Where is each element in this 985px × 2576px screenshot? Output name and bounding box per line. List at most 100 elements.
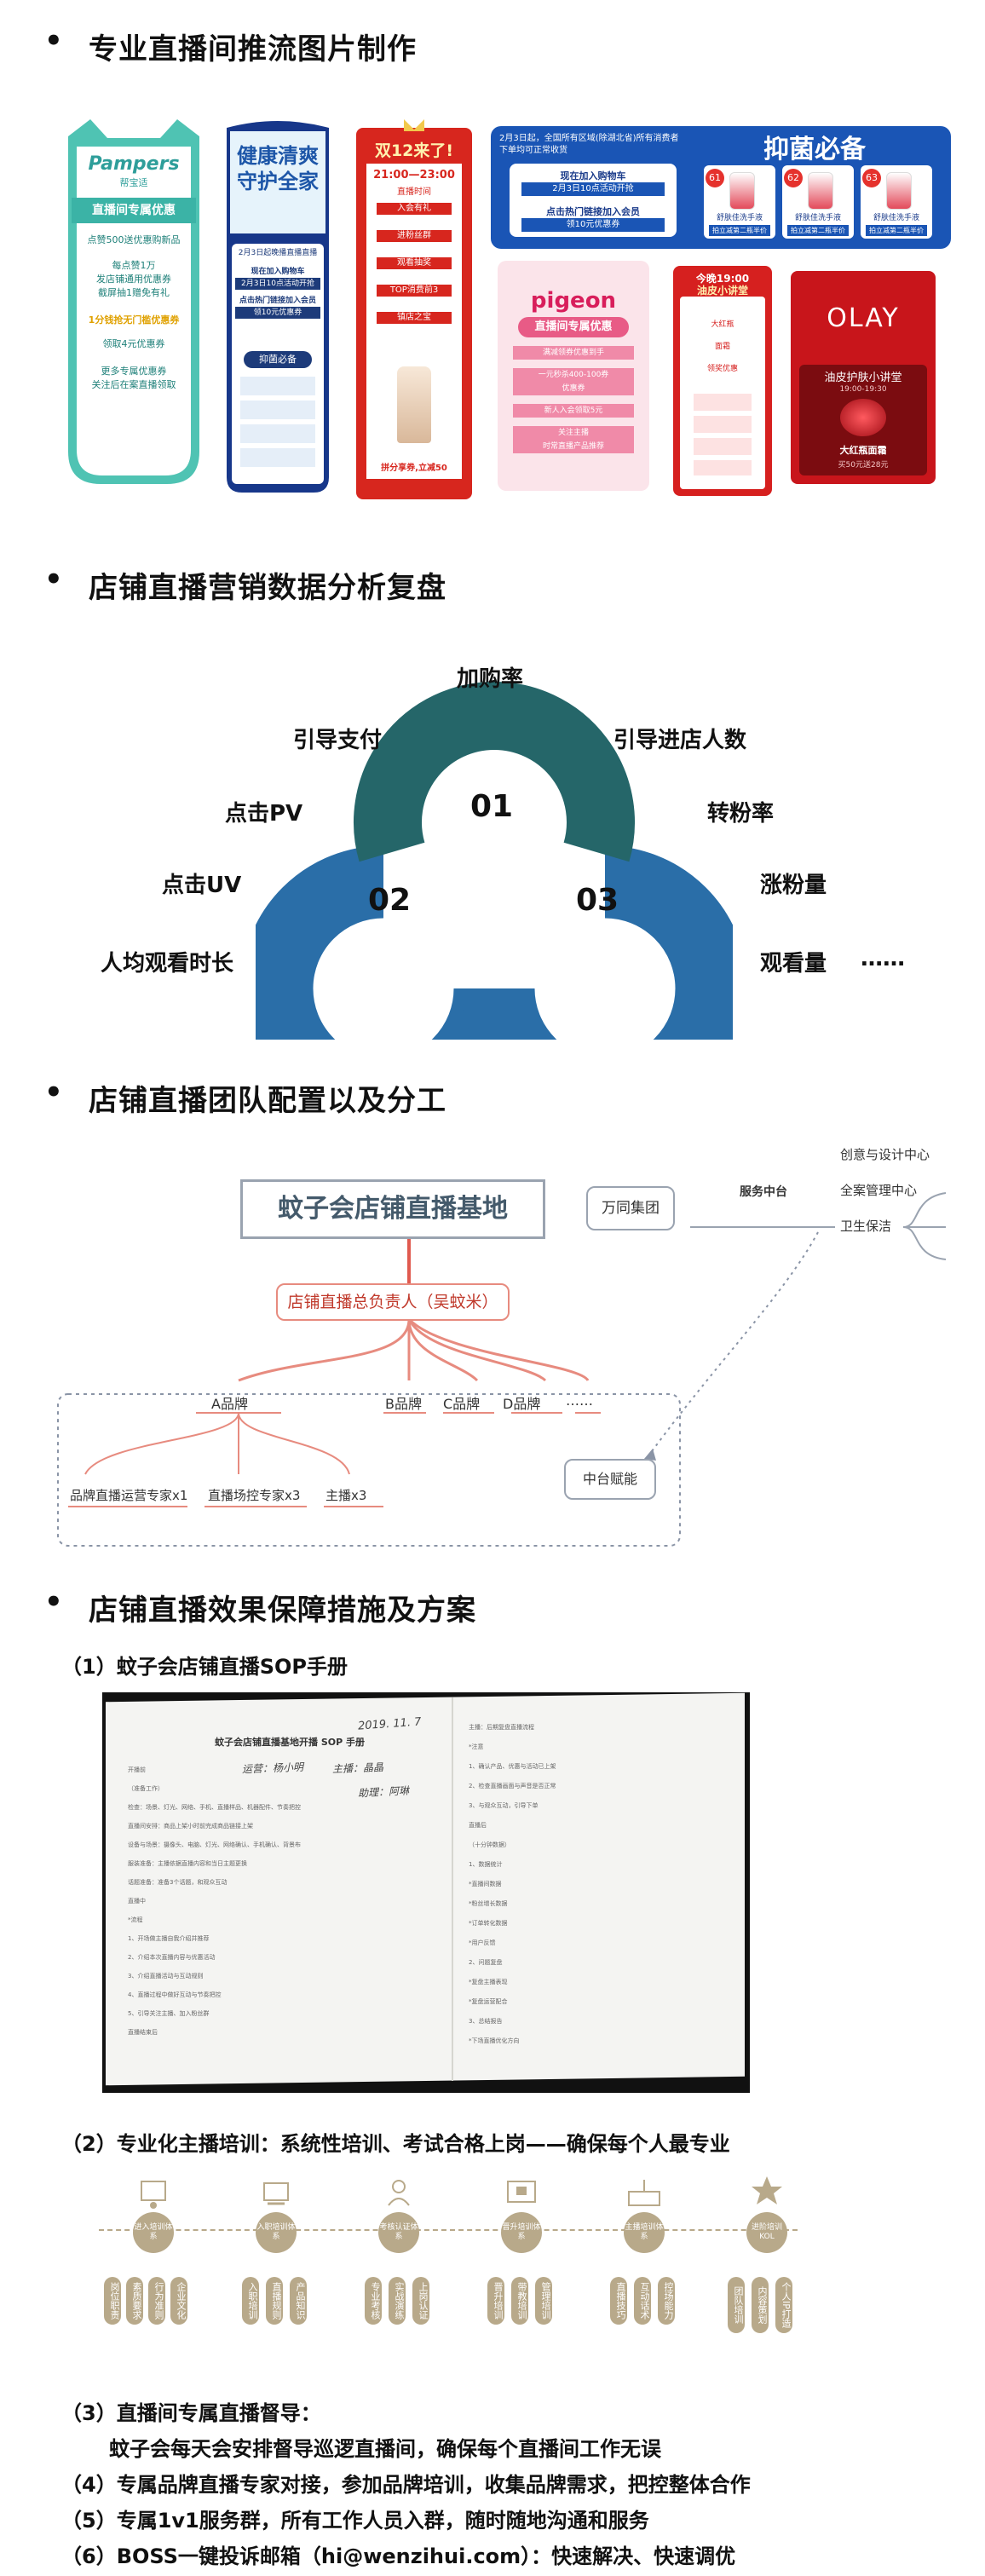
bullet-dot: •	[44, 562, 63, 596]
sop-left-line: 3、介绍直播活动与互动规则	[128, 1973, 204, 1980]
sop-left-line: 话题准备：准备3个话题，和观众互动	[128, 1879, 228, 1886]
sop-left-line: 开播前	[128, 1766, 146, 1773]
yijun-product-image	[808, 172, 833, 210]
stage-step: 行为准则	[148, 2277, 165, 2325]
stage-step: 岗位职责	[104, 2277, 121, 2325]
stage-node: 入职培训体系	[256, 2212, 297, 2253]
pampers-line: 1分钱抢无门槛优惠券	[88, 314, 180, 326]
sop-right-line: 2、检查直播画面与声音是否正常	[469, 1783, 556, 1789]
sop-left-line: （准备工作）	[128, 1785, 164, 1792]
yijun-member: 点击热门链接加入会员	[546, 206, 640, 217]
stage-node: 晋升培训体系	[501, 2212, 542, 2253]
item-sop: （1）蚊子会店铺直播SOP手册	[61, 1655, 348, 1679]
metric-more: ……	[861, 946, 905, 971]
yijun-item-name: 舒肤佳洗手液	[794, 214, 841, 222]
oil-skin-line: 面霜	[714, 343, 730, 351]
yijun-product-image	[729, 172, 755, 210]
sop-right-line: 3、总结报告	[469, 2018, 503, 2025]
double12-line: 观看抽奖	[377, 257, 452, 269]
stage-step: 专业考核	[365, 2277, 382, 2325]
team-service-item: 创意与设计中心	[840, 1147, 930, 1162]
item-training: （2）专业化主播培训：系统性培训、考试合格上岗——确保每个人最专业	[61, 2132, 730, 2156]
pigeon-line: 优惠券	[513, 382, 634, 395]
yijun-item-num: 61	[706, 169, 724, 187]
pampers-line: 每点赞1万	[112, 260, 156, 271]
stage-node: 进阶培训KOL	[746, 2212, 787, 2253]
sop-right-line: *下场直播优化方向	[469, 2037, 520, 2044]
sop-doc-title: 蚊子会店铺直播基地开播 SOP 手册	[215, 1737, 365, 1748]
sop-left-line: 直播结束后	[128, 2029, 158, 2036]
team-empower-node: 中台赋能	[564, 1459, 656, 1500]
ring-01	[354, 682, 635, 862]
poster-oil-skin: 今晚19:00 油皮小讲堂 大红瓶 面霜 领奖优惠	[673, 266, 772, 496]
stage-step: 素质要求	[126, 2277, 143, 2325]
stage-steps: 岗位职责 素质要求 行为准则 企业文化	[104, 2277, 187, 2325]
stage-node: 考核认证体系	[378, 2212, 419, 2253]
metric-fans-growth: 涨粉量	[760, 873, 827, 898]
section-title-team: 店铺直播团队配置以及分工	[89, 1084, 446, 1118]
team-role: 主播x3	[325, 1488, 367, 1503]
yijun-coupon: 领10元优惠券	[521, 218, 665, 232]
stage-step: 管理培训	[535, 2277, 552, 2325]
pigeon-line: 满减领券优惠到手	[513, 346, 634, 360]
section-title-posters: 专业直播间推流图片制作	[89, 32, 417, 66]
pampers-line: 点赞500送优惠购新品	[87, 234, 181, 245]
team-role: 品牌直播运营专家x1	[70, 1488, 188, 1503]
item-supervision-body: 蚊子会每天会安排督导巡逻直播间，确保每个直播间工作无误	[109, 2437, 661, 2461]
double12-title: 双12来了!	[374, 141, 454, 160]
team-brand-c: C品牌	[443, 1396, 481, 1412]
sop-right-line: *注意	[469, 1743, 484, 1750]
olay-time: 19:00-19:30	[839, 385, 887, 394]
jiankang-title-line1: 健康清爽	[237, 144, 319, 168]
item-service-group: （5）专属1v1服务群，所有工作人员入群，随时随地沟通和服务	[61, 2509, 649, 2533]
poster-pampers: Pampers 帮宝适 直播间专属优惠 点赞500送优惠购新品 每点赞1万 发店…	[65, 119, 203, 486]
stage-step: 带教培训	[511, 2277, 528, 2325]
sop-right-line: 直播后	[469, 1822, 487, 1829]
jiankang-line: 现在加入购物车	[251, 268, 305, 276]
yijun-item-num: 63	[862, 169, 881, 187]
stage-step: 个人IP打造	[775, 2277, 792, 2333]
sop-left-line: 1、开场做主播自我介绍并推荐	[128, 1935, 210, 1942]
metric-guide-visitors: 引导进店人数	[613, 728, 747, 753]
jiankang-title-line2: 守护全家	[237, 170, 319, 193]
sop-left-line: 检查：场景、灯光、网络、手机、直播样品、机器配件、节奏把控	[128, 1804, 301, 1811]
jiankang-line: 2月3日起晚播直播直播	[238, 249, 318, 257]
yijun-item-promo: 拍立减第二瓶半价	[709, 225, 770, 236]
analysis-diagram	[256, 682, 733, 1040]
yijun-notice: 2月3日起，全国所有区域(除湖北省)所有消费者下单均可正常收货	[499, 134, 679, 155]
yijun-item-promo: 拍立减第二瓶半价	[787, 225, 849, 236]
oil-skin-title: 油皮小讲堂	[696, 285, 748, 297]
pampers-banner: 直播间专属优惠	[72, 198, 196, 223]
sop-left-line: 4、直播过程中做好互动与节奏把控	[128, 1991, 222, 1998]
metric-avg-watch-time: 人均观看时长	[101, 951, 234, 977]
metric-views: 观看量	[760, 951, 827, 977]
pigeon-line: 一元秒杀400-100券	[513, 368, 634, 382]
star-icon	[743, 2173, 791, 2210]
sop-left-line: 设备与场景：摄像头、电脑、灯光、网络确认、手机确认、背景布	[128, 1841, 301, 1848]
stage-step: 上岗认证	[412, 2277, 429, 2325]
double12-line: 镇店之宝	[377, 312, 452, 324]
stage-step: 内容策划	[752, 2277, 769, 2333]
pigeon-banner: 直播间专属优惠	[518, 317, 629, 337]
stage-step: 晋升培训	[487, 2277, 504, 2325]
yijun-cart-time: 2月3日10点活动开抢	[521, 182, 665, 196]
poster-yijun: 2月3日起，全国所有区域(除湖北省)所有消费者下单均可正常收货 现在加入购物车 …	[491, 126, 951, 249]
ring-label-03: 03	[576, 883, 619, 918]
oil-skin-line: 领奖优惠	[706, 365, 738, 373]
pampers-logo-cn: 帮宝适	[119, 177, 148, 188]
team-owner-node: 店铺直播总负责人（吴蚊米）	[276, 1283, 510, 1321]
stage-step: 产品知识	[290, 2277, 307, 2325]
stage-steps: 晋升培训 带教培训 管理培训	[487, 2277, 552, 2325]
oil-skin-time: 今晚19:00	[695, 273, 750, 285]
double12-product-image	[397, 366, 431, 443]
olay-coupon: 买50元送28元	[838, 461, 889, 470]
sop-right-line: *订单转化数据	[469, 1920, 508, 1927]
poster-olay: OLAY 油皮护肤小讲堂 19:00-19:30 大红瓶面霜 买50元送28元	[791, 271, 936, 484]
sop-right-line: （十分钟数据）	[469, 1841, 510, 1848]
bullet-dot: •	[44, 24, 63, 58]
oil-skin-line: 大红瓶	[711, 320, 734, 329]
yijun-title: 抑菌必备	[763, 135, 866, 164]
ring-02	[256, 845, 527, 1040]
stage-steps: 专业考核 实战演练 上岗认证	[365, 2277, 429, 2325]
metric-click-uv: 点击UV	[162, 873, 242, 898]
